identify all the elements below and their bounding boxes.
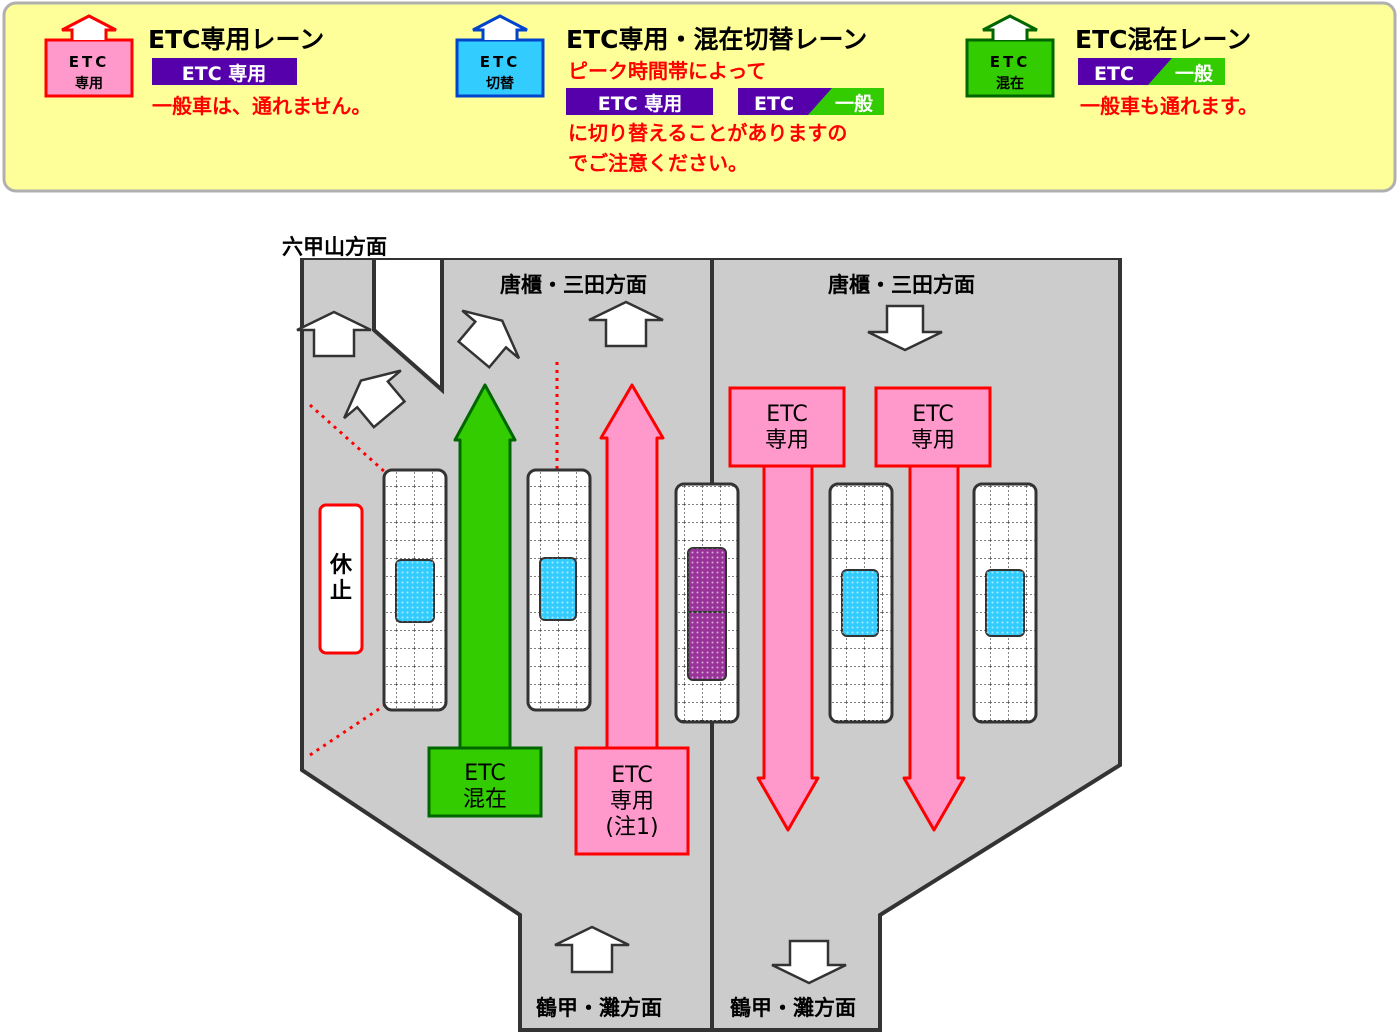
lane-dedicated-outbound-1: ETC 専用 — [728, 386, 846, 832]
legend-switch-title: ETC専用・混在切替レーン — [566, 25, 867, 54]
legend-panel: ETC 専用 ETC専用レーン ETC 専用 一般車は、通れません。 ETC 切… — [2, 1, 1397, 193]
dir-rokko: 六甲山方面 — [282, 235, 387, 259]
toll-booth-4 — [828, 482, 894, 724]
legend-dedicated-title: ETC専用レーン — [148, 25, 324, 54]
legend-switch-note-1: ピーク時間帯によって — [568, 59, 766, 83]
svg-text:混在: 混在 — [463, 787, 507, 812]
svg-text:ETC: ETC — [766, 402, 807, 427]
dir-tsurukabuto-left: 鶴甲・灘方面 — [536, 996, 662, 1020]
lane-dedicated-inbound-arrow: ETC 専用 (注1) — [574, 383, 690, 856]
toll-booth-5 — [972, 482, 1038, 724]
svg-text:専用: 専用 — [610, 789, 654, 814]
svg-text:混在: 混在 — [996, 75, 1024, 92]
svg-text:専用: 専用 — [75, 75, 103, 92]
svg-text:切替: 切替 — [486, 75, 515, 92]
arrow-down-icon — [771, 939, 847, 985]
toll-booths — [382, 468, 1038, 724]
svg-text:(注1): (注1) — [605, 815, 658, 840]
legend-switch-note-2: に切り替えることがありますの — [568, 121, 847, 145]
dir-tsurukabuto-right: 鶴甲・灘方面 — [730, 996, 856, 1020]
legend-mixed-note: 一般車も通れます。 — [1080, 94, 1258, 118]
toll-booth-center — [674, 482, 740, 724]
svg-text:止: 止 — [330, 579, 352, 604]
svg-text:ETC: ETC — [69, 53, 110, 71]
svg-text:一般: 一般 — [835, 92, 873, 115]
svg-text:ETC: ETC — [480, 53, 521, 71]
legend-dedicated: ETC 専用 ETC専用レーン ETC 専用 一般車は、通れません。 — [44, 14, 371, 118]
legend-mixed-badge: ETC 一般 — [1078, 58, 1225, 85]
legend-switch-badge-mixed: ETC 一般 — [738, 88, 884, 115]
etc-dedicated-icon: ETC 専用 — [44, 14, 134, 98]
legend-switch: ETC 切替 ETC専用・混在切替レーン ピーク時間帯によって ETC 専用 E… — [455, 14, 884, 175]
svg-text:ETC: ETC — [990, 53, 1031, 71]
arrow-up-icon — [343, 369, 407, 429]
svg-text:ETC: ETC — [1094, 63, 1134, 85]
lane-mixed-arrow: ETC 混在 — [427, 383, 543, 818]
arrow-up-icon — [554, 925, 630, 974]
etc-switch-icon: ETC 切替 — [455, 14, 545, 98]
svg-text:ETC: ETC — [611, 763, 652, 788]
dir-karato-right: 唐櫃・三田方面 — [828, 273, 975, 297]
legend-mixed-title: ETC混在レーン — [1075, 25, 1251, 54]
svg-text:ETC: ETC — [912, 402, 953, 427]
dashed-guides — [309, 362, 559, 757]
svg-text:休: 休 — [329, 553, 353, 578]
toll-booth-1 — [382, 468, 448, 712]
arrow-down-icon — [867, 304, 943, 352]
svg-text:一般: 一般 — [1175, 62, 1213, 85]
arrow-up-icon — [588, 300, 664, 348]
arrow-up-icon — [296, 310, 372, 358]
legend-dedicated-badge-text: ETC 専用 — [182, 63, 267, 85]
dir-karato-left: 唐櫃・三田方面 — [500, 273, 647, 297]
svg-text:専用: 専用 — [911, 428, 955, 453]
legend-switch-badge-dedicated — [566, 88, 713, 115]
legend-switch-note-3: でご注意ください。 — [568, 151, 748, 175]
direction-arrows — [296, 300, 943, 985]
closed-lane-sign: 休 止 — [318, 503, 364, 655]
toll-booth-2 — [526, 468, 592, 712]
road-map: 六甲山方面 唐櫃・三田方面 唐櫃・三田方面 鶴甲・灘方面 鶴甲・灘方面 休 止 — [282, 235, 1122, 1032]
legend-switch-badge-dedicated-text: ETC 専用 — [598, 93, 683, 115]
legend-dedicated-note: 一般車は、通れません。 — [152, 94, 371, 118]
svg-text:ETC: ETC — [464, 761, 505, 786]
lane-dedicated-outbound-2: ETC 専用 — [874, 386, 992, 832]
etc-mixed-icon: ETC 混在 — [965, 14, 1055, 98]
svg-text:ETC: ETC — [754, 93, 794, 115]
svg-text:専用: 専用 — [765, 428, 809, 453]
arrow-up-icon — [456, 309, 521, 370]
legend-mixed: ETC 混在 ETC混在レーン ETC 一般 一般車も通れます。 — [965, 14, 1258, 118]
legend-dedicated-badge — [152, 58, 297, 85]
